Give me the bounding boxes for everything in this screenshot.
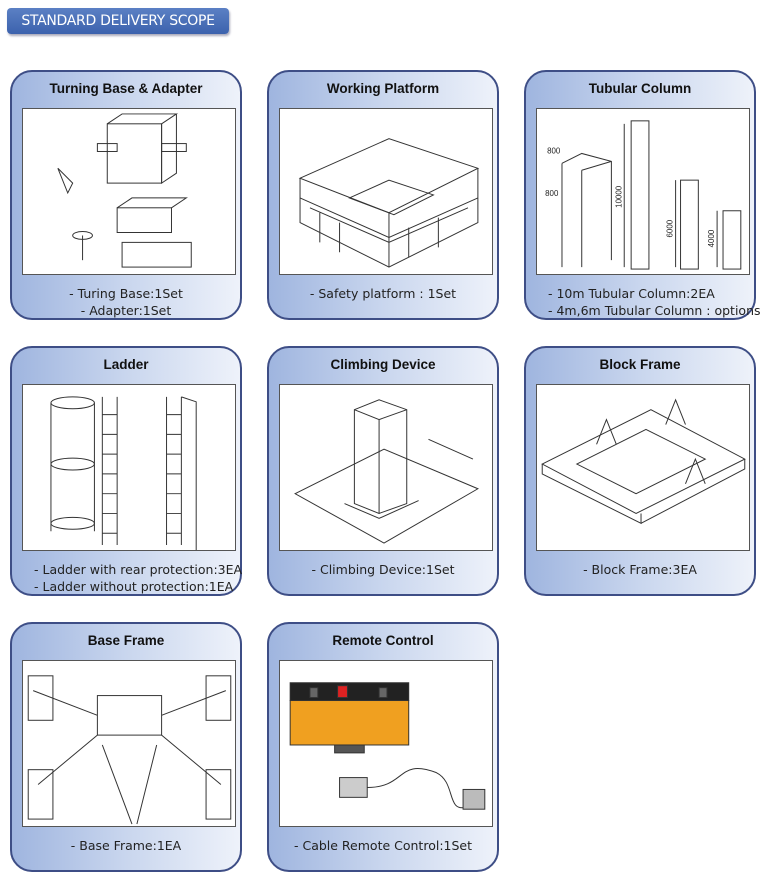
block-frame-drawing [536,384,750,551]
card-tubular-column: Tubular Column 800 800 10000 6000 4000 -… [524,70,761,320]
card-ladder: Ladder - Ladder with rear protection:3EA… [10,346,242,596]
remote-control-image [279,660,493,827]
card-title: Ladder [103,357,149,372]
svg-text:4000: 4000 [707,229,716,247]
base-frame-drawing [22,660,236,827]
card-title: Block Frame [599,357,681,372]
svg-text:6000: 6000 [666,219,675,237]
card-working-platform: Working Platform - Safety platform : 1Se… [267,70,499,320]
card-caption: - Block Frame:3EA [583,562,697,577]
climbing-device-drawing [279,384,493,551]
tubular-column-drawing: 800 800 10000 6000 4000 [536,108,750,275]
card-climbing-device: Climbing Device - Climbing Device:1Set [267,346,499,596]
card-title: Remote Control [332,633,434,648]
card-title: Working Platform [326,81,440,96]
svg-text:10000: 10000 [614,185,623,208]
card-title: Tubular Column [588,81,692,96]
card-base-frame: Base Frame - Base Frame:1EA [10,622,242,872]
card-caption: - Safety platform : 1Set [309,286,457,301]
card-caption: - Base Frame:1EA [70,838,182,853]
svg-text:800: 800 [545,189,559,198]
working-platform-drawing [279,108,493,275]
card-title: Base Frame [87,633,165,648]
card-title: Turning Base & Adapter [49,81,203,96]
svg-text:800: 800 [547,146,561,155]
card-block-frame: Block Frame - Block Frame:3EA [524,346,756,596]
card-caption: - 10m Tubular Column:2EA- 4m,6m Tubular … [548,286,761,318]
turning-base-drawing [22,108,236,275]
card-remote-control: Remote Control - Cable Remote Control:1S… [267,622,499,872]
ladder-drawing [22,384,236,551]
card-caption: - Cable Remote Control:1Set [293,838,473,853]
section-banner: STANDARD DELIVERY SCOPE [7,8,229,34]
card-caption: - Ladder with rear protection:3EA- Ladde… [34,562,243,594]
card-caption: - Turing Base:1Set- Adapter:1Set [69,286,183,318]
card-caption: - Climbing Device:1Set [311,562,455,577]
card-turning-base: Turning Base & Adapter - Turing Base:1Se… [10,70,242,320]
card-title: Climbing Device [330,357,436,372]
